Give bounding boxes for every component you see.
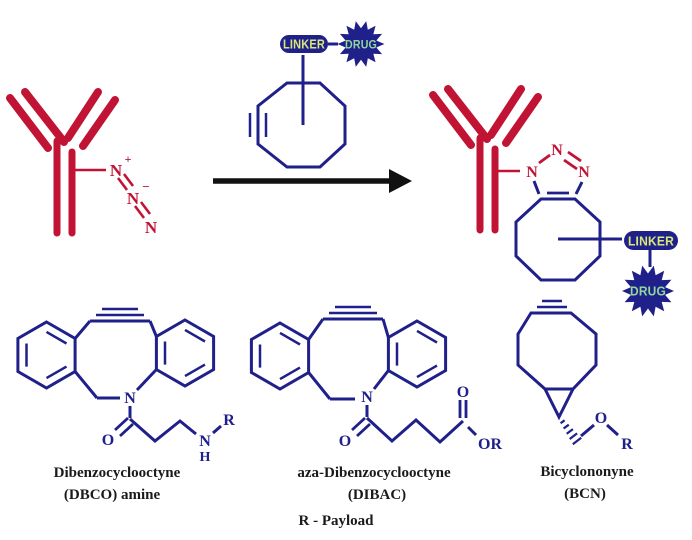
dibac-chain-bonds [365, 416, 465, 445]
antibody-y-icon [10, 92, 115, 233]
triazole-bond-n2n3a [563, 158, 578, 171]
product-antibody-y-icon [433, 89, 538, 230]
bcn-structure: O R [516, 299, 633, 453]
dibac-n-aryl-bond [372, 369, 390, 390]
drug-label: DRUG [345, 38, 377, 52]
dbco-benzene-right-inner [163, 328, 206, 378]
azide-n1-label: N [110, 161, 123, 180]
triazole-bond-n1n2 [538, 153, 551, 165]
dibac-structure: N O O OR [249, 305, 502, 453]
product-conjugate: N N N LINKER DRUG [433, 89, 678, 317]
dbco-amine-h-label: H [200, 450, 211, 465]
dibac-ester-double-bond [458, 400, 468, 418]
dbco-triple-bond-lines [96, 307, 144, 317]
bcn-triple-bond-lines [537, 299, 567, 309]
dbco-ring-top-bonds [73, 319, 158, 340]
triazole-ring: N N N [526, 142, 590, 195]
dibac-ester-or-bond [466, 425, 478, 437]
dbco-n-aryl-bond [135, 368, 158, 392]
product-drug-label: DRUG [630, 285, 666, 299]
bcn-ring [516, 311, 598, 391]
azide-bond-2a [133, 205, 146, 219]
triazole-n-top-label: N [551, 142, 563, 159]
linker-label: LINKER [283, 38, 325, 52]
dibac-ring-bottom-bonds [307, 371, 355, 401]
bcn-ether-o-label: O [595, 410, 607, 427]
triazole-bond-n3c4 [574, 181, 584, 195]
reaction-arrow [213, 169, 412, 193]
dbco-benzene-left-inner [25, 330, 68, 380]
azide-n2-label: N [127, 189, 140, 208]
bcn-hashed-wedge-bond [559, 419, 582, 446]
dibac-ester-o-label: O [457, 384, 469, 401]
triazole-n-left-label: N [526, 164, 538, 181]
dibac-name: aza-Dibenzocyclooctyne [297, 465, 451, 481]
bcn-ch2-o-bond [580, 423, 595, 438]
bcn-r-label: R [621, 436, 633, 453]
azide-bond-1a [116, 177, 129, 191]
azide-n2-charge: − [142, 179, 149, 194]
dbco-carbonyl-o-label: O [102, 432, 114, 449]
dibac-triple-bond-lines [329, 305, 377, 315]
cyclooctyne-ring [256, 81, 347, 169]
product-linker-label: LINKER [628, 234, 674, 249]
triazole-bond-c5n1 [532, 180, 541, 195]
cyclooctyne-reagent: LINKER DRUG [248, 21, 385, 169]
bcn-o-r-bond [605, 423, 620, 437]
dibac-ring-n-label: N [361, 389, 373, 406]
bcn-name: Bicyclononyne [540, 464, 634, 480]
dbco-name: Dibenzocyclooctyne [54, 465, 181, 481]
arrow-head-icon [389, 169, 412, 193]
azide-group: N + N − N [110, 152, 158, 237]
dibac-ester-or-label: OR [478, 436, 502, 453]
azide-n1-charge: + [125, 152, 132, 166]
dbco-chain-bonds [129, 417, 197, 443]
dbco-amine-n-label: N [199, 433, 211, 450]
dbco-n-r-bond [212, 424, 222, 435]
linker-pill [280, 35, 328, 53]
azide-bond-1b [122, 173, 135, 187]
dbco-ring-bottom-bonds [73, 370, 120, 400]
r-payload-footnote: R - Payload [299, 513, 375, 529]
dbco-carbonyl-double-bond [114, 416, 134, 438]
dbco-structure: N O N H R [16, 307, 235, 465]
dibac-carbonyl-double-bond [351, 416, 371, 438]
dbco-abbr: (DBCO) amine [64, 487, 161, 503]
azide-n3-label: N [145, 218, 158, 237]
product-linker-pill [624, 231, 678, 250]
product-cyclooctane-ring [514, 197, 602, 282]
triazole-n-right-label: N [578, 164, 590, 181]
dibac-abbr: (DIBAC) [348, 487, 406, 503]
triazole-bond-n2n3b [567, 150, 582, 163]
dibac-carbonyl-o-label: O [339, 433, 351, 450]
dibac-benzene-right-inner [395, 329, 438, 379]
dbco-ring-n-label: N [124, 390, 136, 407]
antibody-reactant: N + N − N [10, 92, 158, 237]
dbco-r-label: R [223, 412, 235, 429]
bcn-cyclopropane [543, 388, 575, 421]
bcn-abbr: (BCN) [564, 486, 606, 502]
dibac-benzene-left-inner [258, 331, 301, 381]
dibac-ring-top-bonds [307, 317, 390, 341]
azide-bond-2b [139, 201, 152, 215]
